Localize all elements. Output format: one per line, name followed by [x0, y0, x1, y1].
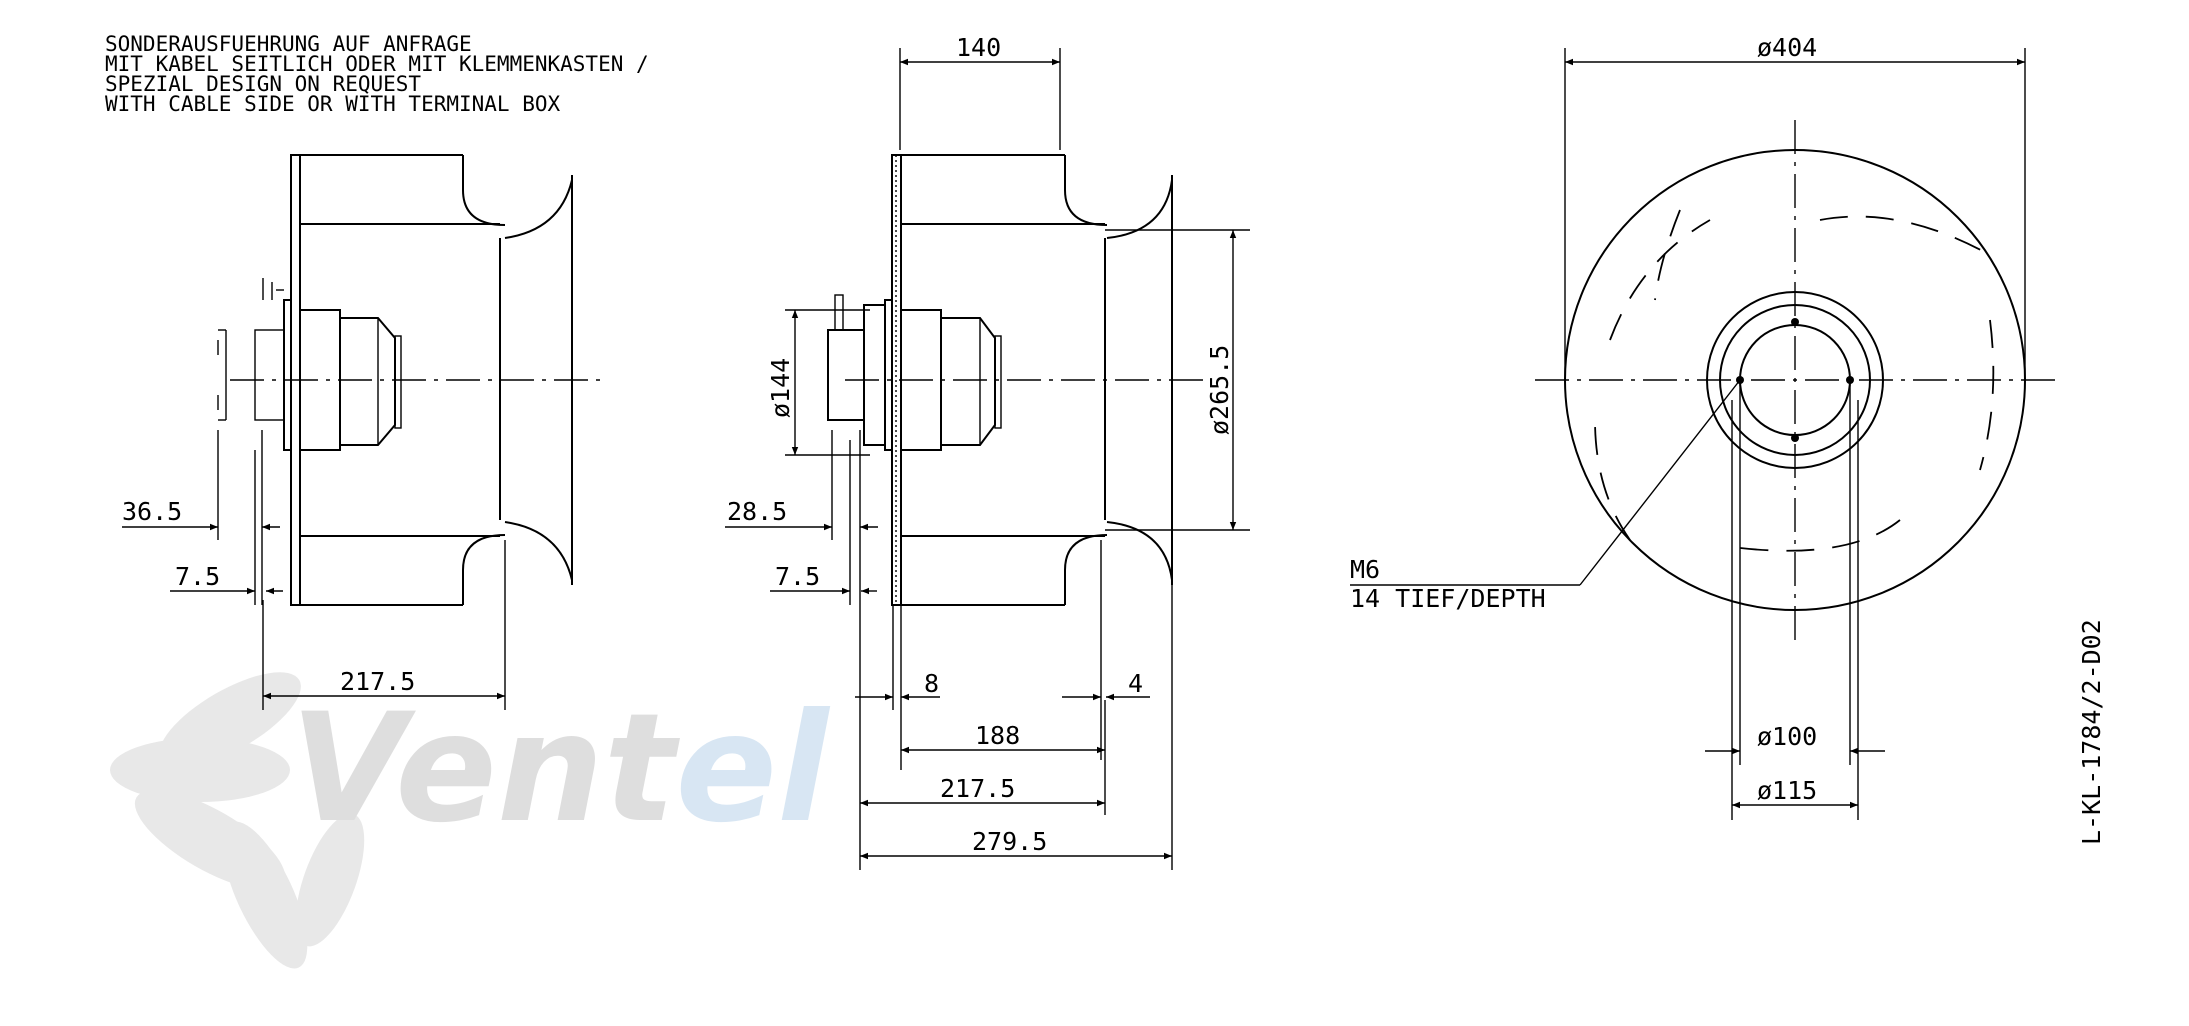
front-view: ø404 ø100 ø115 M6 14 TIEF/DEPTH — [1350, 33, 2060, 820]
depth-label: 14 TIEF/DEPTH — [1350, 584, 1546, 613]
dim-d404-label: ø404 — [1757, 33, 1817, 62]
dim-d100-label: ø100 — [1757, 722, 1817, 751]
note-line-4: WITH CABLE SIDE OR WITH TERMINAL BOX — [105, 92, 561, 116]
dim-217-5b-label: 217.5 — [940, 774, 1015, 803]
dim-7-5b-label: 7.5 — [775, 562, 820, 591]
dim-4-label: 4 — [1128, 669, 1143, 698]
dim-d144-label: ø144 — [766, 358, 795, 418]
watermark-text-blue: el — [675, 682, 831, 856]
dim-279-5-label: 279.5 — [972, 827, 1047, 856]
svg-text:Ventel: Ventel — [290, 682, 831, 856]
dim-8-label: 8 — [924, 669, 939, 698]
dim-188-label: 188 — [975, 721, 1020, 750]
side-view-standard: 140 ø144 ø265.5 28.5 7.5 8 4 — [725, 33, 1250, 870]
dim-d115-label: ø115 — [1757, 776, 1817, 805]
watermark-text-gray: Vent — [290, 682, 681, 856]
note-line-1: SONDERAUSFUEHRUNG AUF ANFRAGE — [105, 32, 472, 56]
fan-logo-icon — [110, 672, 365, 969]
dim-28-5-label: 28.5 — [727, 497, 787, 526]
dim-217-5-label: 217.5 — [340, 667, 415, 696]
drawing-number: L-KL-1784/2-D02 — [2077, 619, 2106, 845]
impeller-blades — [1594, 209, 1995, 552]
note-line-3: SPEZIAL DESIGN ON REQUEST — [105, 72, 421, 96]
ventel-watermark: Ventel — [110, 672, 831, 969]
dim-140-label: 140 — [956, 33, 1001, 62]
dim-36-5-label: 36.5 — [122, 497, 182, 526]
note-line-2: MIT KABEL SEITLICH ODER MIT KLEMMENKASTE… — [105, 52, 649, 76]
side-view-variant: 36.5 7.5 217.5 — [122, 154, 600, 710]
thread-label: M6 — [1350, 555, 1380, 584]
dim-d265-5-label: ø265.5 — [1205, 345, 1234, 435]
dim-7-5-label: 7.5 — [175, 562, 220, 591]
special-design-note: SONDERAUSFUEHRUNG AUF ANFRAGE MIT KABEL … — [105, 32, 649, 116]
